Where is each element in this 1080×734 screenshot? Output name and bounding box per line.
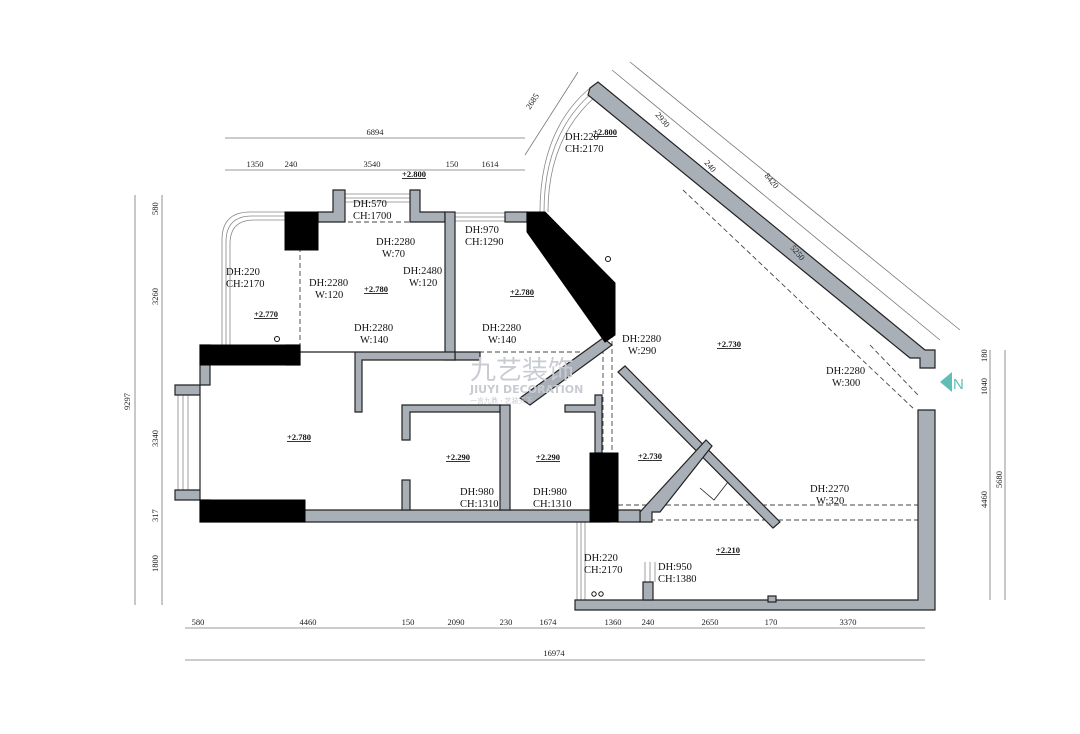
dim-top: 240 <box>285 159 298 169</box>
dim-bottom: 2090 <box>448 617 465 627</box>
opening-label: DH:2270 <box>810 484 849 495</box>
dim-left-total: 9297 <box>122 393 132 410</box>
opening-label: DH:2280 <box>482 323 521 334</box>
pipe-markers <box>274 256 611 597</box>
opening-label: W:300 <box>832 378 860 389</box>
dim-right: 180 <box>979 349 989 362</box>
opening-label: DH:2480 <box>403 266 442 277</box>
watermark-en: JIUYI DECORATION <box>469 383 583 396</box>
opening-label: DH:220 <box>226 267 260 278</box>
opening-label: CH:2170 <box>565 144 604 155</box>
opening-label: W:290 <box>628 346 656 357</box>
level-mark: +2.780 <box>364 284 388 294</box>
watermark-logo: 九艺装饰 JIUYI DECORATION 一言九鼎 · 艺装天下 <box>469 356 583 405</box>
level-mark: +2.780 <box>510 287 534 297</box>
opening-label: DH:2280 <box>354 323 393 334</box>
level-mark: +2.800 <box>593 127 617 137</box>
opening-label: CH:1380 <box>658 574 697 585</box>
opening-label: DH:980 <box>460 487 494 498</box>
dim-diag: 8420 <box>762 171 781 190</box>
opening-label: DH:950 <box>658 562 692 573</box>
level-mark: +2.770 <box>254 309 278 319</box>
opening-label: CH:1290 <box>465 237 504 248</box>
dim-top: 1614 <box>482 159 500 169</box>
opening-label: DH:2280 <box>826 366 865 377</box>
dim-left: 317 <box>150 509 160 522</box>
level-mark: +2.290 <box>446 452 470 462</box>
dim-balcony: 2685 <box>523 91 541 111</box>
dim-top-total: 6894 <box>367 127 385 137</box>
dim-right: 1040 <box>979 378 989 395</box>
dim-right: 5680 <box>994 471 1004 488</box>
dim-bottom: 2650 <box>702 617 719 627</box>
opening-label: CH:2170 <box>226 279 265 290</box>
opening-label: DH:980 <box>533 487 567 498</box>
dim-left: 3260 <box>150 288 160 305</box>
level-marks: +2.800 +2.800 +2.770 +2.780 +2.780 +2.73… <box>254 127 741 555</box>
north-arrow-icon <box>940 372 952 392</box>
north-arrow: N <box>940 372 964 393</box>
opening-label: CH:1310 <box>460 499 499 510</box>
columns <box>199 211 619 523</box>
opening-label: W:320 <box>816 496 844 507</box>
dim-bottom: 3370 <box>840 617 857 627</box>
watermark-tagline: 一言九鼎 · 艺装天下 <box>470 396 533 405</box>
dim-bottom-total: 16974 <box>543 648 565 658</box>
north-label: N <box>953 376 964 393</box>
dim-bottom: 580 <box>192 617 205 627</box>
dim-bottom: 170 <box>765 617 778 627</box>
dim-bottom: 1360 <box>605 617 622 627</box>
level-mark: +2.730 <box>638 451 662 461</box>
opening-label: CH:1310 <box>533 499 572 510</box>
window-arcs <box>177 87 656 600</box>
level-mark: +2.210 <box>716 545 740 555</box>
opening-label: W:120 <box>315 290 343 301</box>
dim-bottom: 1674 <box>540 617 558 627</box>
opening-label: DH:570 <box>353 199 387 210</box>
level-mark: +2.730 <box>717 339 741 349</box>
dim-top: 1350 <box>247 159 264 169</box>
dim-left: 580 <box>150 202 160 215</box>
opening-label: CH:1700 <box>353 211 392 222</box>
opening-label: DH:220 <box>565 132 599 143</box>
dim-diag: 2930 <box>653 110 672 129</box>
level-mark: +2.800 <box>402 169 426 179</box>
dim-top: 150 <box>446 159 459 169</box>
dim-bottom: 230 <box>500 617 513 627</box>
dim-bottom: 150 <box>402 617 415 627</box>
opening-label: W:140 <box>360 335 388 346</box>
level-mark: +2.780 <box>287 432 311 442</box>
dim-top: 3540 <box>364 159 381 169</box>
walls <box>174 81 936 611</box>
dim-bottom: 240 <box>642 617 655 627</box>
opening-label: DH:970 <box>465 225 499 236</box>
opening-label: DH:2280 <box>376 237 415 248</box>
dim-right: 4460 <box>979 491 989 508</box>
opening-label: DH:2280 <box>309 278 348 289</box>
level-mark: +2.290 <box>536 452 560 462</box>
opening-label: W:70 <box>382 249 405 260</box>
opening-label: W:140 <box>488 335 516 346</box>
opening-label: CH:2170 <box>584 565 623 576</box>
dimension-lines <box>134 61 1006 661</box>
dim-bottom: 4460 <box>300 617 317 627</box>
opening-label: DH:220 <box>584 553 618 564</box>
dim-left: 3340 <box>150 430 160 447</box>
opening-label: W:120 <box>409 278 437 289</box>
watermark-cn: 九艺装饰 <box>470 356 574 386</box>
opening-label: DH:2280 <box>622 334 661 345</box>
dim-left: 1800 <box>150 555 160 572</box>
